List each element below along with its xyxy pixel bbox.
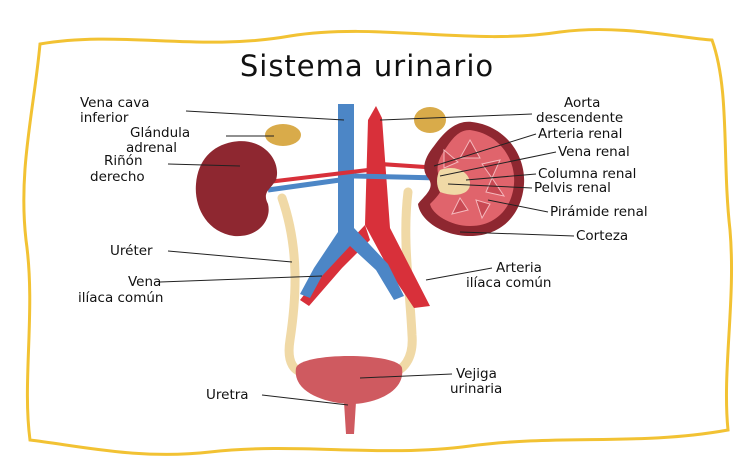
label-ureter: Uréter <box>110 243 153 259</box>
label-vejiga-1: Vejiga <box>456 366 497 382</box>
urethra <box>344 402 356 434</box>
page-title: Sistema urinario <box>240 49 494 83</box>
label-arteria-iliaca-1: Arteria <box>496 260 542 276</box>
right-adrenal-gland <box>265 124 301 146</box>
label-arteria-renal: Arteria renal <box>538 126 622 142</box>
label-uretra: Uretra <box>206 387 249 403</box>
label-vena-cava-1: Vena cava <box>80 95 150 111</box>
label-vena-cava-2: inferior <box>80 110 129 126</box>
label-rinon-1: Riñón <box>104 153 143 169</box>
label-arteria-iliaca-2: ilíaca común <box>466 275 551 291</box>
label-aorta-2: descendente <box>536 110 623 126</box>
label-vena-renal: Vena renal <box>558 144 630 160</box>
label-vena-iliaca-1: Vena <box>128 274 161 290</box>
label-glandula-1: Glándula <box>130 125 190 141</box>
label-rinon-2: derecho <box>90 169 145 185</box>
left-adrenal-gland <box>414 107 446 133</box>
label-piramide-renal: Pirámide renal <box>550 204 648 220</box>
label-aorta-1: Aorta <box>564 95 600 111</box>
label-pelvis-renal: Pelvis renal <box>534 180 611 196</box>
label-vena-iliaca-2: ilíaca común <box>78 290 163 306</box>
right-kidney <box>196 141 277 236</box>
label-vejiga-2: urinaria <box>450 381 502 397</box>
label-corteza: Corteza <box>576 228 628 244</box>
